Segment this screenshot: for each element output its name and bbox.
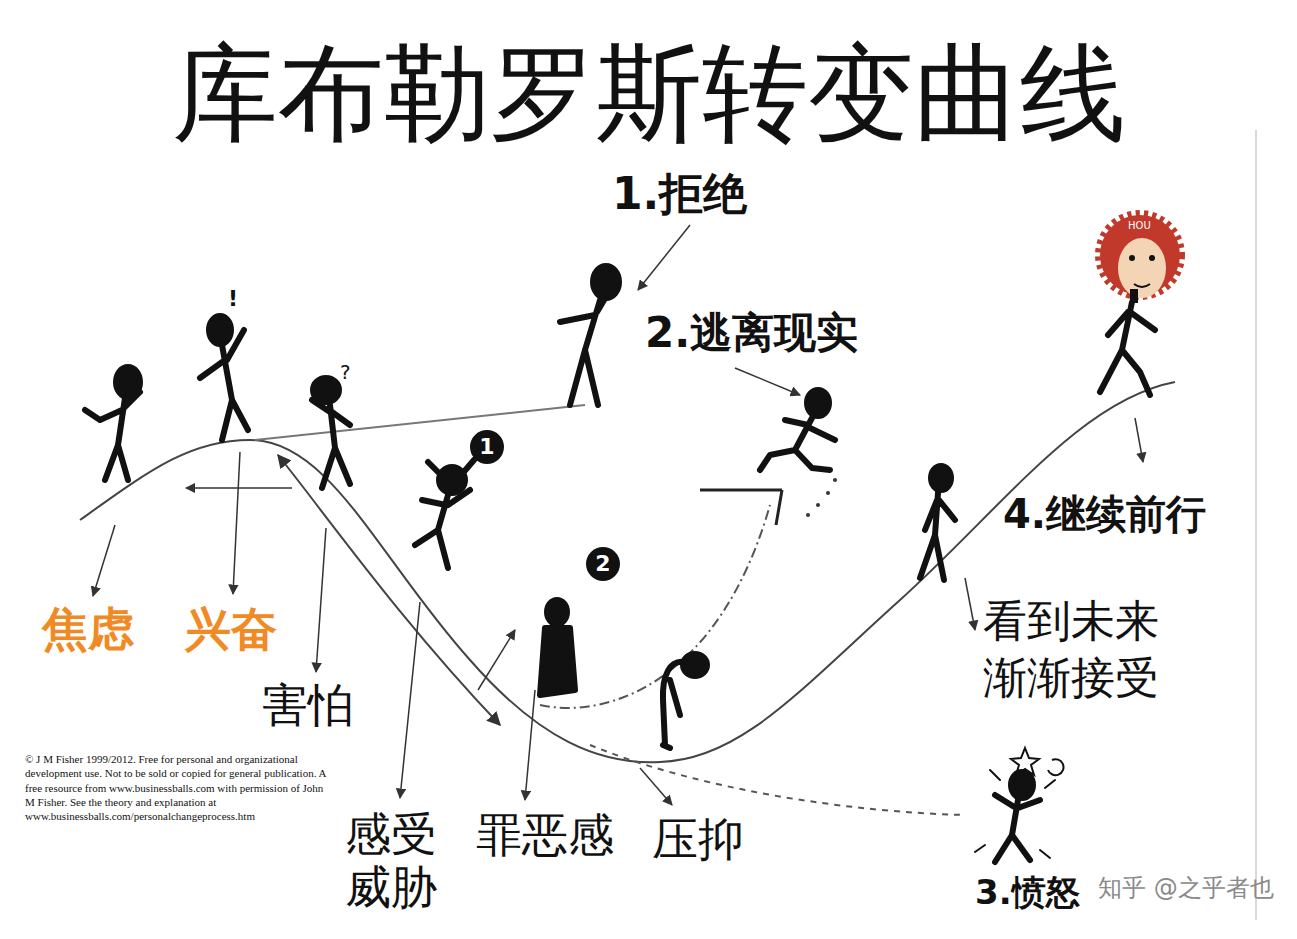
question-mark: ? bbox=[340, 360, 351, 384]
emotion-label: 压抑 bbox=[652, 812, 744, 867]
emotion-label: 罪恶感 bbox=[476, 808, 614, 863]
watermark: 知乎 @之乎者也 bbox=[1098, 874, 1274, 903]
exclamation-mark: ! bbox=[228, 286, 238, 312]
stage-label: 1.拒绝 bbox=[612, 168, 747, 221]
stage-label: 2.逃离现实 bbox=[645, 308, 858, 358]
emotion-label: 看到未来 渐渐接受 bbox=[983, 592, 1193, 706]
emotion-label: 焦虑 bbox=[42, 602, 134, 657]
copyright-note: © J M Fisher 1999/2012. Free for persona… bbox=[25, 752, 330, 823]
emotion-label: 兴奋 bbox=[185, 602, 277, 657]
emotion-label: 害怕 bbox=[262, 678, 354, 733]
stage-label: 4.继续前行 bbox=[1003, 490, 1206, 538]
diagram-title: 库布勒罗斯转变曲线 bbox=[0, 30, 1297, 157]
callout-number: 2 bbox=[586, 547, 620, 581]
stage-label: 3.愤怒 bbox=[975, 872, 1080, 913]
emotion-label: 感受 威胁 bbox=[345, 808, 455, 914]
callout-number: 1 bbox=[470, 430, 504, 464]
monkey-tag: HOU bbox=[1128, 220, 1151, 232]
